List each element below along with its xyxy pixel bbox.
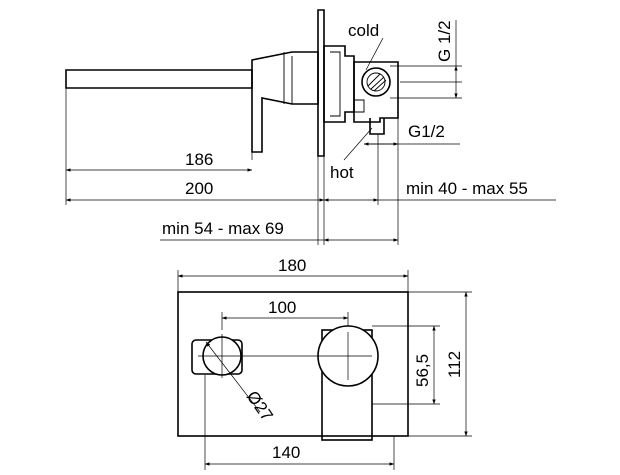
lever-detail: [283, 52, 293, 104]
dim-diameter: [205, 341, 261, 413]
label-180: 180: [278, 256, 306, 275]
connector-nut: [354, 99, 365, 113]
label-thread-side: G1/2: [408, 122, 445, 141]
centre-marks: [198, 332, 372, 380]
front-plate: [177, 291, 409, 437]
label-186: 186: [185, 150, 213, 169]
label-56-5: 56,5: [413, 354, 432, 387]
spout: [65, 69, 253, 89]
label-cold: cold: [348, 21, 379, 40]
connector-housing: [353, 61, 399, 123]
valve-body: [323, 45, 355, 123]
label-100: 100: [268, 298, 296, 317]
hot-inlet: [369, 118, 385, 135]
front-view: 180 100 Ø27 56,5 112 140: [177, 256, 472, 470]
cold-inlet: [361, 67, 391, 97]
label-112: 112: [445, 351, 464, 378]
label-wall-range: min 40 - max 55: [406, 179, 528, 198]
label-depth-range: min 54 - max 69: [162, 219, 284, 238]
valve-inner: [330, 51, 341, 117]
wall-plate: [317, 9, 325, 157]
label-hot: hot: [330, 163, 354, 182]
side-view: cold hot G 1/2 G1/2 186 200 min 40 - max…: [65, 9, 556, 245]
cold-leader: [365, 37, 384, 71]
hot-leader: [343, 127, 373, 161]
label-diameter: Ø27: [243, 387, 277, 424]
cold-inlet-inner: [366, 72, 386, 92]
cold-inlet-hatch: [367, 73, 387, 92]
lever-body: [251, 51, 319, 153]
label-200: 200: [185, 179, 213, 198]
label-140: 140: [272, 443, 300, 462]
label-thread-top: G 1/2: [435, 20, 454, 62]
